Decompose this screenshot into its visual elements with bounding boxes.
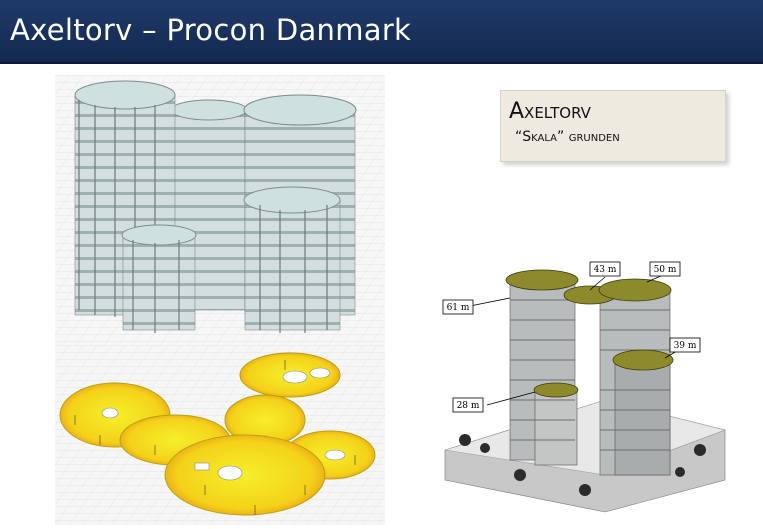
callout-box: Axeltorv “Skala” grunden	[500, 90, 726, 162]
height-label-61: 61 m	[447, 303, 470, 313]
callout-title: Axeltorv	[509, 99, 591, 124]
height-label-50: 50 m	[654, 265, 677, 275]
slide-title: Axeltorv – Procon Danmark	[10, 13, 412, 47]
slab-analysis-image	[55, 345, 385, 525]
callout-subtitle: “Skala” grunden	[515, 129, 620, 145]
building-render-image: 61 m 43 m 50 m 39 m 28 m	[425, 250, 763, 520]
height-label-28: 28 m	[457, 401, 480, 411]
height-label-43: 43 m	[594, 265, 617, 275]
height-label-39: 39 m	[674, 341, 697, 351]
title-bar: Axeltorv – Procon Danmark	[0, 0, 763, 64]
structural-model-image	[55, 75, 385, 350]
